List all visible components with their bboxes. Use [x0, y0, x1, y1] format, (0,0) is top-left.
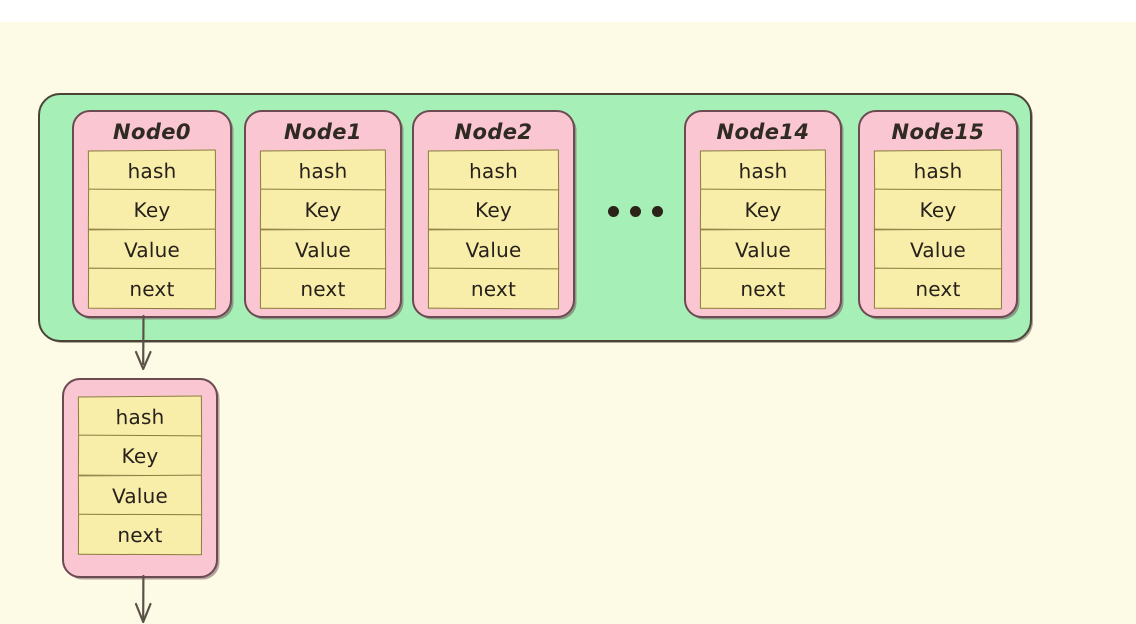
node-card-2[interactable]: Node2 hash Key Value next: [412, 110, 575, 318]
node-field-value: Value: [427, 228, 560, 271]
node-card-15[interactable]: Node15 hash Key Value next: [858, 110, 1018, 318]
node-card-0[interactable]: Node0 hash Key Value next: [72, 110, 232, 318]
node-title: Node0: [113, 120, 191, 144]
node-fields: hash Key Value next: [87, 149, 217, 310]
node-field-hash: hash: [77, 395, 203, 438]
node-fields: hash Key Value next: [873, 149, 1003, 310]
node-field-next: next: [87, 267, 217, 310]
node-field-next: next: [873, 267, 1003, 310]
chained-node-card[interactable]: hash Key Value next: [62, 378, 218, 578]
node-fields: hash Key Value next: [699, 149, 827, 310]
node-field-value: Value: [259, 228, 387, 271]
node-title: Node1: [284, 120, 362, 144]
node-field-key: Key: [427, 189, 560, 231]
node-field-key: Key: [699, 189, 827, 231]
node-field-hash: hash: [87, 149, 217, 192]
node-fields: hash Key Value next: [427, 149, 560, 310]
ellipsis-dot-3: [652, 206, 663, 217]
node-field-key: Key: [259, 189, 387, 231]
node-field-value: Value: [77, 474, 203, 517]
node-fields: hash Key Value next: [259, 149, 387, 310]
node-field-next: next: [259, 267, 387, 310]
node-field-hash: hash: [427, 149, 560, 192]
node-title: Node14: [716, 120, 810, 144]
node-field-next: next: [427, 267, 560, 310]
node-fields: hash Key Value next: [77, 395, 203, 556]
node-field-key: Key: [873, 189, 1003, 231]
node-field-next: next: [77, 513, 203, 556]
node-title: Node2: [454, 120, 533, 144]
node-field-hash: hash: [873, 149, 1003, 192]
node-field-next: next: [699, 267, 827, 310]
node-card-1[interactable]: Node1 hash Key Value next: [244, 110, 402, 318]
ellipsis-dot-2: [630, 206, 641, 217]
node-field-key: Key: [77, 435, 203, 477]
node-card-14[interactable]: Node14 hash Key Value next: [684, 110, 842, 318]
node-field-hash: hash: [259, 149, 387, 192]
node-title: Node15: [891, 120, 985, 144]
node-field-value: Value: [87, 228, 217, 271]
ellipsis-dot-1: [608, 206, 619, 217]
node-field-hash: hash: [699, 149, 827, 192]
node-field-key: Key: [87, 189, 217, 231]
node-field-value: Value: [699, 228, 827, 271]
ellipsis-icon: [608, 206, 663, 217]
node-field-value: Value: [873, 228, 1003, 271]
